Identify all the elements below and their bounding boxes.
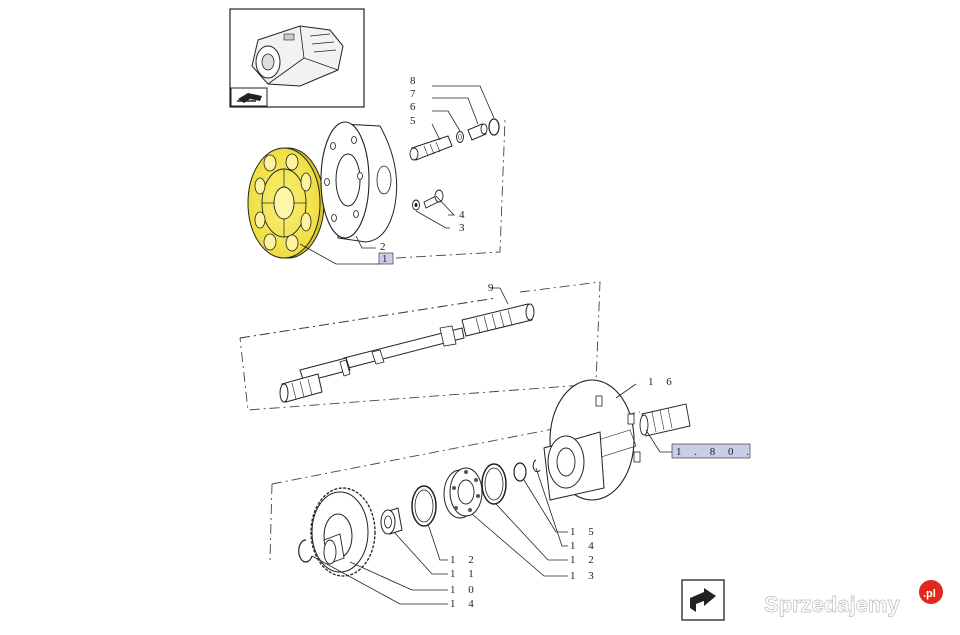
leader-lines-16 [615,383,672,453]
leader-lines-bottom [311,467,568,605]
retaining-ring-part-12-a[interactable] [481,463,507,505]
callout-1: 1 [382,253,388,265]
bolt-part-4[interactable] [423,189,444,209]
callout-3: 3 [459,222,465,234]
watermark-badge-icon [919,580,943,604]
callout-10: 1 0 [450,584,479,596]
callout-11: 1 1 [450,568,479,580]
housing-ring-part-2[interactable] [320,121,398,243]
watermark-badge: .pl [923,588,936,600]
ref-box-1-80[interactable] [671,443,751,459]
washer-part-3[interactable] [412,199,420,211]
bushing-part-7[interactable] [467,123,488,141]
assembly-frame-bottom [269,411,641,561]
leader-line-9 [490,287,509,305]
callout-7: 7 [410,88,416,100]
callout-5: 5 [410,115,416,127]
watermark: Sprzedajemy .pl [764,580,943,617]
callout-1-box [378,252,394,265]
gear-part-10[interactable] [310,487,376,577]
drive-flange-part-16[interactable] [543,379,641,501]
arrow-next-icon[interactable] [681,579,725,621]
callout-8: 8 [410,75,416,87]
leader-lines-top [299,85,495,265]
arrow-return-icon[interactable] [230,87,268,107]
snap-ring-part-14-a[interactable] [532,459,541,473]
callout-12-b: 1 2 [450,554,479,566]
bearing-part-13[interactable] [443,467,483,519]
callout-16: 1 6 [648,376,677,388]
callout-13: 1 3 [570,570,599,582]
coupling-disc-part-1[interactable] [247,147,325,259]
splined-hub-icon [639,403,691,437]
washer-part-6[interactable] [456,131,464,143]
watermark-text: Sprzedajemy [764,592,900,617]
stub-shaft-part-5[interactable] [409,135,453,161]
snap-ring-part-14-b[interactable] [298,539,313,563]
callout-15: 1 5 [570,526,599,538]
snap-ring-part-15[interactable] [513,462,527,482]
callout-6: 6 [410,101,416,113]
assembly-frame-top [395,119,506,259]
callout-labels: 8 7 6 5 4 3 2 1 9 1 6 1 . 8 0 . 1 5 1 4 … [378,75,754,610]
retaining-ring-part-12-b[interactable] [411,485,437,527]
spacer-part-11[interactable] [380,507,403,535]
callout-2: 2 [380,241,386,253]
callout-14-a: 1 4 [570,540,599,552]
callout-14-b: 1 4 [450,598,479,610]
callout-4: 4 [459,209,465,221]
snap-ring-part-8[interactable] [488,118,500,136]
callout-9: 9 [488,282,494,294]
callout-12-a: 1 2 [570,554,599,566]
main-shaft-part-9[interactable] [279,303,535,403]
ref-label-1-80[interactable]: 1 . 8 0 . [676,446,754,458]
